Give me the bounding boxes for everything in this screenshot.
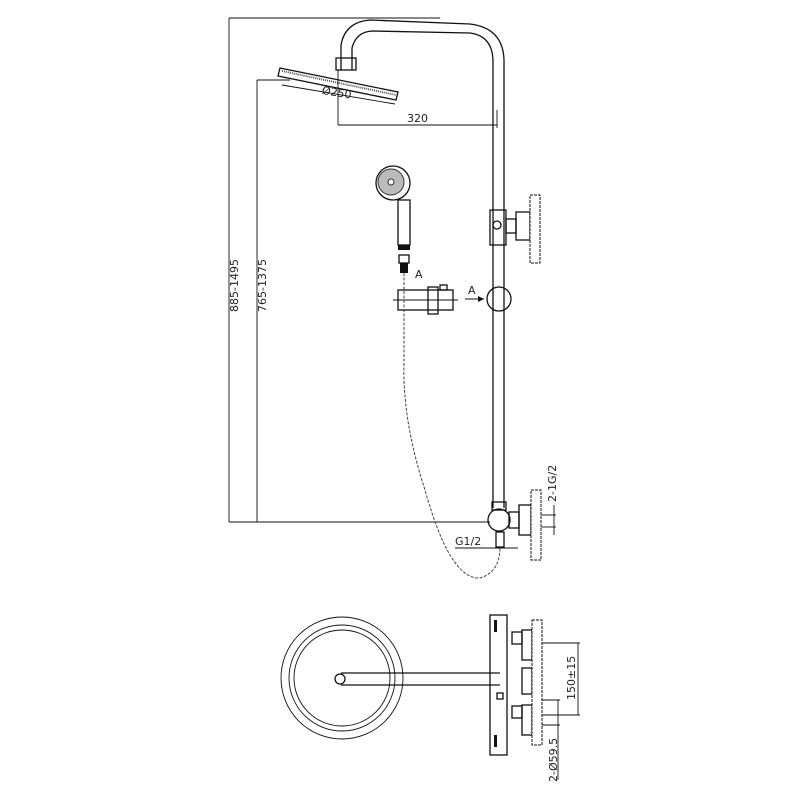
dim-arm-length: 320 [407, 112, 428, 125]
dim-head-diameter: Ø250 [321, 84, 352, 101]
dim-centers: 150±15 [565, 656, 578, 700]
dim-total-height: 885-1495 [228, 259, 241, 312]
riser-pipe [335, 19, 505, 508]
hand-shower [375, 165, 411, 273]
upper-wall-bracket [489, 194, 541, 264]
lower-valve [455, 489, 556, 561]
dim-flange: 2-Ø59.5 [547, 738, 560, 782]
section-mark-a-1: A [415, 268, 423, 281]
section-mark-a-2: A [468, 284, 476, 297]
dimension-lines [228, 17, 498, 523]
dim-inlet: 2-1G/2 [546, 465, 559, 502]
overhead-shower-head [277, 67, 399, 101]
slider-bracket [393, 284, 512, 315]
dim-head-height: 765-1375 [256, 259, 269, 312]
dim-outlet: G1/2 [455, 535, 481, 548]
top-view [280, 614, 580, 780]
shower-hose [403, 273, 501, 579]
